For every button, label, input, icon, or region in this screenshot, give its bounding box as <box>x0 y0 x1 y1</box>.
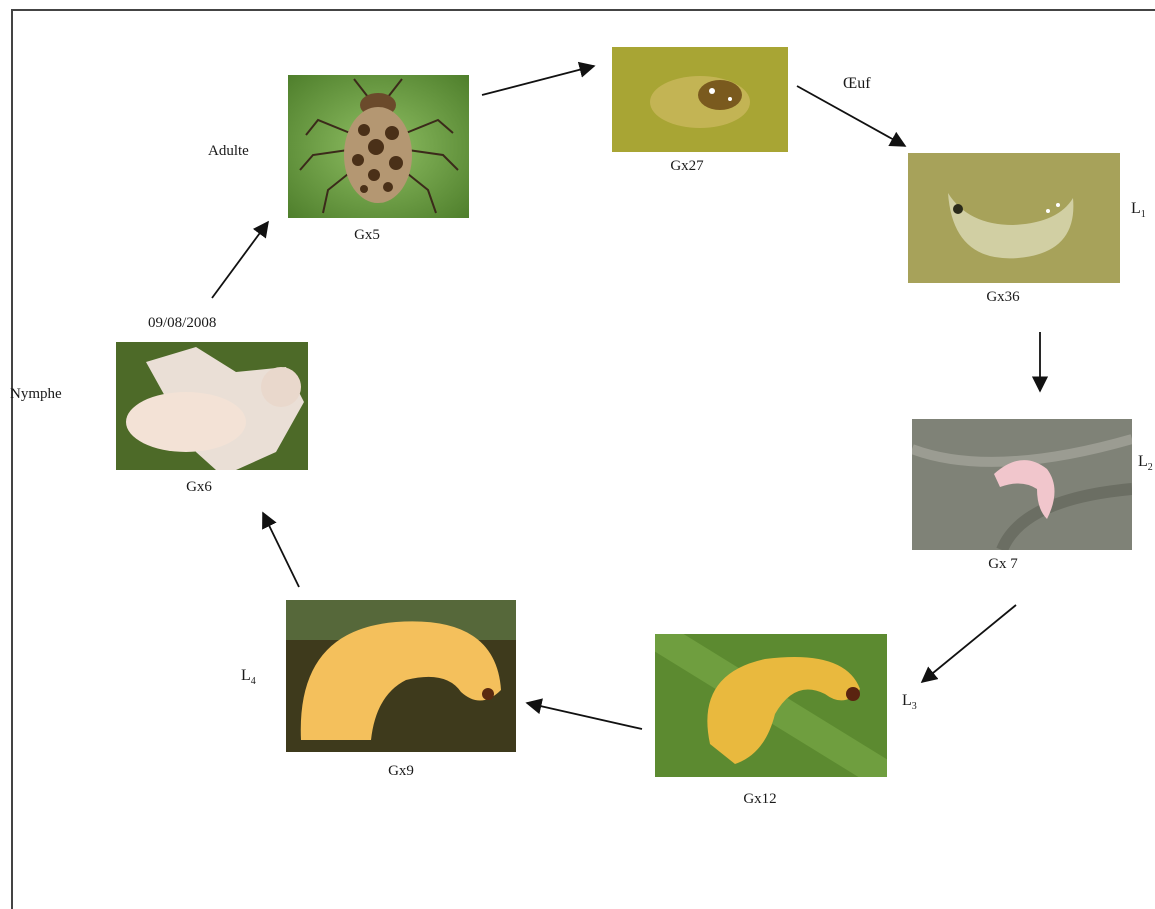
stage-letter: L <box>1131 200 1141 217</box>
larva-l2-photo <box>912 419 1132 550</box>
stage-label-l2: L2 <box>1138 453 1153 473</box>
stage-sub: 3 <box>912 701 917 712</box>
stage-sub: 1 <box>1141 209 1146 220</box>
stage-label-l1: L1 <box>1131 200 1146 220</box>
stage-label-egg: Œuf <box>843 75 871 93</box>
larva-l3-photo <box>655 634 887 777</box>
egg-photo <box>612 47 788 152</box>
caption-adult: Gx5 <box>354 227 380 244</box>
pupa-photo <box>116 342 308 470</box>
caption-l1: Gx36 <box>986 289 1019 306</box>
caption-egg: Gx27 <box>670 158 703 175</box>
caption-l2: Gx 7 <box>988 556 1018 573</box>
larva-l4-photo <box>286 600 516 752</box>
stage-sub: 4 <box>251 676 256 687</box>
stage-letter: L <box>241 667 251 684</box>
stage-label-l4: L4 <box>241 667 256 687</box>
stage-letter: L <box>1138 453 1148 470</box>
adult-beetle-photo <box>288 75 469 218</box>
stage-label-pupa: Nymphe <box>10 386 62 403</box>
stage-label-l3: L3 <box>902 692 917 712</box>
stage-sub: 2 <box>1148 462 1153 473</box>
caption-l4: Gx9 <box>388 763 414 780</box>
caption-l3: Gx12 <box>743 791 776 808</box>
stage-letter: L <box>902 692 912 709</box>
date-label: 09/08/2008 <box>148 315 216 332</box>
stage-label-adult: Adulte <box>208 143 249 160</box>
larva-l1-photo <box>908 153 1120 283</box>
caption-pupa: Gx6 <box>186 479 212 496</box>
